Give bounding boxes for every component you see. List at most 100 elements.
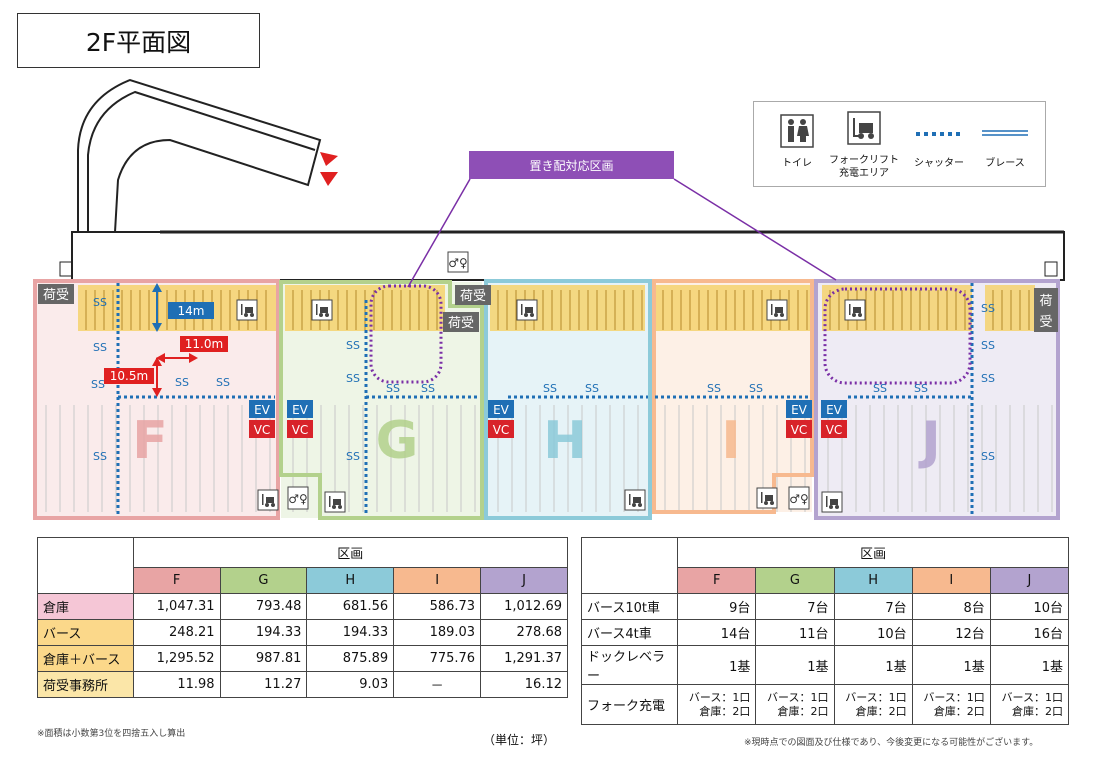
area-table-corner — [37, 537, 134, 594]
ss-label: SS — [981, 372, 995, 385]
legend: トイレ フォークリフト 充電エリア シャッター ブレース — [753, 101, 1046, 187]
charge-line: 倉庫：2口 — [699, 704, 751, 718]
ss-label: SS — [585, 382, 599, 395]
cell-value: 11.98 — [132, 671, 221, 698]
dock-bands — [78, 285, 1035, 331]
cell-value: 194.33 — [306, 619, 395, 646]
legend-brace: ブレース — [970, 102, 1040, 186]
toilet-icons: ♂♀ ♂♀ ♂♀ — [287, 251, 810, 510]
receiving-label-j: 荷 — [1039, 294, 1052, 309]
zone-letter-g: G — [376, 411, 419, 471]
receiving-label-f: 荷受 — [43, 288, 69, 303]
table-row: フォーク充電バース：1口倉庫：2口バース：1口倉庫：2口バース：1口倉庫：2口バ… — [580, 684, 1070, 725]
cell-value: 1,295.52 — [132, 645, 221, 672]
ev-label: EV — [292, 403, 309, 417]
zone-borders — [33, 279, 1060, 520]
zone-letter-i: I — [721, 411, 740, 471]
ss-label: SS — [93, 341, 107, 354]
cell-value: 7台 — [755, 593, 835, 620]
shutter-icon — [916, 132, 962, 136]
legend-forklift-label: フォークリフト 充電エリア — [829, 155, 899, 179]
ramp-arrow-up — [320, 152, 338, 166]
callout-leaders — [407, 178, 837, 288]
legend-toilet: トイレ — [762, 102, 832, 186]
area-col-h: H — [306, 567, 395, 594]
cell-value: 8台 — [911, 593, 991, 620]
cell-value: 1基 — [989, 645, 1070, 685]
cell-value: 1,012.69 — [480, 593, 568, 620]
okihai-callout: 置き配対応区画 — [469, 151, 674, 179]
ss-label: SS — [873, 382, 887, 395]
ss-label: SS — [543, 382, 557, 395]
forklift-icon — [766, 299, 788, 321]
vc-label: VC — [254, 423, 271, 437]
cell-value: 1,047.31 — [132, 593, 221, 620]
legend-toilet-label: トイレ — [782, 158, 812, 169]
forklift-icon — [847, 111, 881, 145]
ss-label: SS — [707, 382, 721, 395]
ss-label: SS — [346, 339, 360, 352]
ss-label: SS — [981, 450, 995, 463]
forklift-icon — [844, 299, 866, 321]
brace-icon — [982, 130, 1028, 136]
ss-label: SS — [914, 382, 928, 395]
cell-value: 16.12 — [480, 671, 568, 698]
row-label: バース — [37, 619, 134, 646]
ev-label: EV — [791, 403, 808, 417]
ss-label: SS — [981, 302, 995, 315]
receiving-label-g1: 荷受 — [460, 289, 486, 304]
spec-col-g: G — [755, 567, 835, 594]
charge-line: バース：1口 — [845, 690, 907, 704]
spec-col-j: J — [989, 567, 1070, 594]
vc-label: VC — [826, 423, 843, 437]
ss-label: SS — [93, 450, 107, 463]
forklift-icon — [624, 489, 646, 511]
okihai-zones — [369, 284, 972, 385]
cell-value: 9台 — [677, 593, 757, 620]
vc-box — [786, 420, 812, 438]
cell-value: 1,291.37 — [480, 645, 568, 672]
svg-text:♂♀: ♂♀ — [789, 492, 809, 506]
ss-label: SS — [175, 376, 189, 389]
vc-label: VC — [493, 423, 510, 437]
area-col-f: F — [132, 567, 221, 594]
cell-value: 9.03 — [306, 671, 395, 698]
charge-line: 倉庫：2口 — [855, 704, 907, 718]
forklift-icon — [821, 491, 843, 513]
spec-col-i: I — [911, 567, 991, 594]
toilet-icon — [780, 114, 814, 148]
cell-value: 194.33 — [219, 619, 308, 646]
row-label: 倉庫＋バース — [37, 645, 134, 672]
legend-brace-label: ブレース — [985, 158, 1025, 169]
area-col-j: J — [480, 567, 568, 594]
dimension-arrows — [152, 283, 198, 397]
building-outline — [71, 231, 1065, 281]
forklift-icon — [236, 299, 258, 321]
cell-value: 248.21 — [132, 619, 221, 646]
cell-value: バース：1口倉庫：2口 — [755, 684, 835, 725]
cell-value: バース：1口倉庫：2口 — [677, 684, 757, 725]
ramp — [77, 78, 322, 233]
spec-col-h: H — [833, 567, 913, 594]
svg-text:♂♀: ♂♀ — [448, 256, 468, 270]
cell-value: 586.73 — [393, 593, 482, 620]
legend-shutter: シャッター — [904, 102, 974, 186]
cell-value: バース：1口倉庫：2口 — [989, 684, 1070, 725]
row-label: 荷受事務所 — [37, 671, 134, 698]
vc-label: VC — [791, 423, 808, 437]
svg-text:♂♀: ♂♀ — [288, 492, 308, 506]
cell-value: 10台 — [833, 619, 913, 646]
spec-note: ※現時点での図面及び仕様であり、今後変更になる可能性がございます。 — [744, 738, 1039, 748]
ss-label: SS — [346, 372, 360, 385]
row-label: バース4t車 — [580, 619, 679, 646]
cell-value: 10台 — [989, 593, 1070, 620]
dim-14m: 14m — [178, 304, 205, 318]
cell-value: 12台 — [911, 619, 991, 646]
spec-col-f: F — [677, 567, 757, 594]
